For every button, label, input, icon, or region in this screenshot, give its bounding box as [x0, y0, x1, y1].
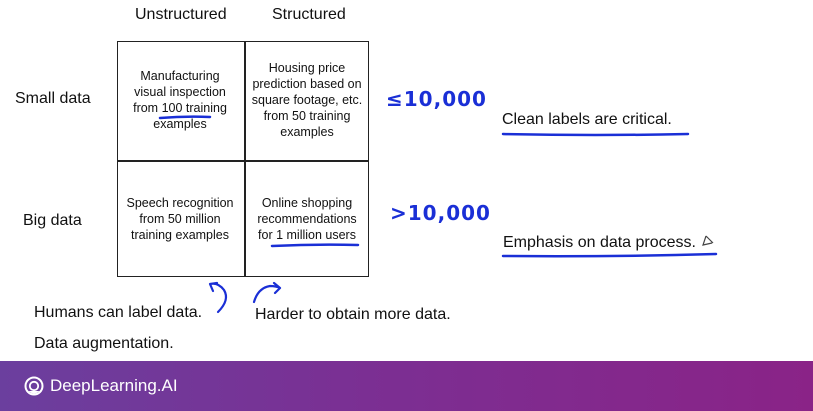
- note-data-augmentation: Data augmentation.: [34, 335, 174, 352]
- grid-divider-horizontal: [118, 160, 368, 162]
- cell-big-structured-count: 1 million users: [276, 228, 356, 242]
- cell-big-structured-text: Online shopping recommendations for: [257, 196, 357, 242]
- row-header-small-data: Small data: [15, 90, 91, 107]
- cell-small-unstructured: Manufacturing visual inspection from 100…: [118, 42, 242, 158]
- cell-small-unstructured-text: Manufacturing visual inspection from: [133, 69, 226, 115]
- cell-big-unstructured: Speech recognition from 50 million train…: [126, 196, 234, 242]
- grid-divider-vertical: [244, 42, 246, 276]
- arrow-harder-to-obtain: [252, 281, 282, 304]
- pencil-cursor-icon: [702, 235, 714, 246]
- brand-name: DeepLearning.AI: [50, 376, 178, 395]
- cell-big-structured: Online shopping recommendations for 1 mi…: [245, 161, 369, 277]
- row-header-big-data: Big data: [23, 212, 82, 229]
- note-harder-to-obtain: Harder to obtain more data.: [255, 306, 451, 323]
- cell-small-unstructured-tail: examples: [153, 117, 207, 131]
- deeplearning-logo-icon: [24, 376, 44, 396]
- column-header-structured: Structured: [272, 6, 346, 23]
- data-quadrant-grid: Manufacturing visual inspection from 100…: [117, 41, 369, 277]
- cell-small-unstructured-count: 100 training: [161, 101, 227, 115]
- brand-logo: DeepLearning.AI: [24, 376, 178, 396]
- note-humans-label-data: Humans can label data.: [34, 304, 203, 321]
- cell-small-structured: Housing price prediction based on square…: [251, 61, 363, 139]
- arrow-humans-label: [208, 281, 228, 314]
- threshold-big-annotation: >10,000: [390, 201, 491, 225]
- underline-emphasis: [501, 252, 718, 258]
- underline-clean-labels: [501, 132, 690, 137]
- column-header-unstructured: Unstructured: [135, 6, 227, 23]
- note-emphasis-data-process: Emphasis on data process.: [503, 234, 696, 251]
- footer-banner: DeepLearning.AI: [0, 361, 813, 411]
- note-clean-labels: Clean labels are critical.: [502, 111, 672, 128]
- threshold-small-annotation: ≤10,000: [386, 87, 487, 111]
